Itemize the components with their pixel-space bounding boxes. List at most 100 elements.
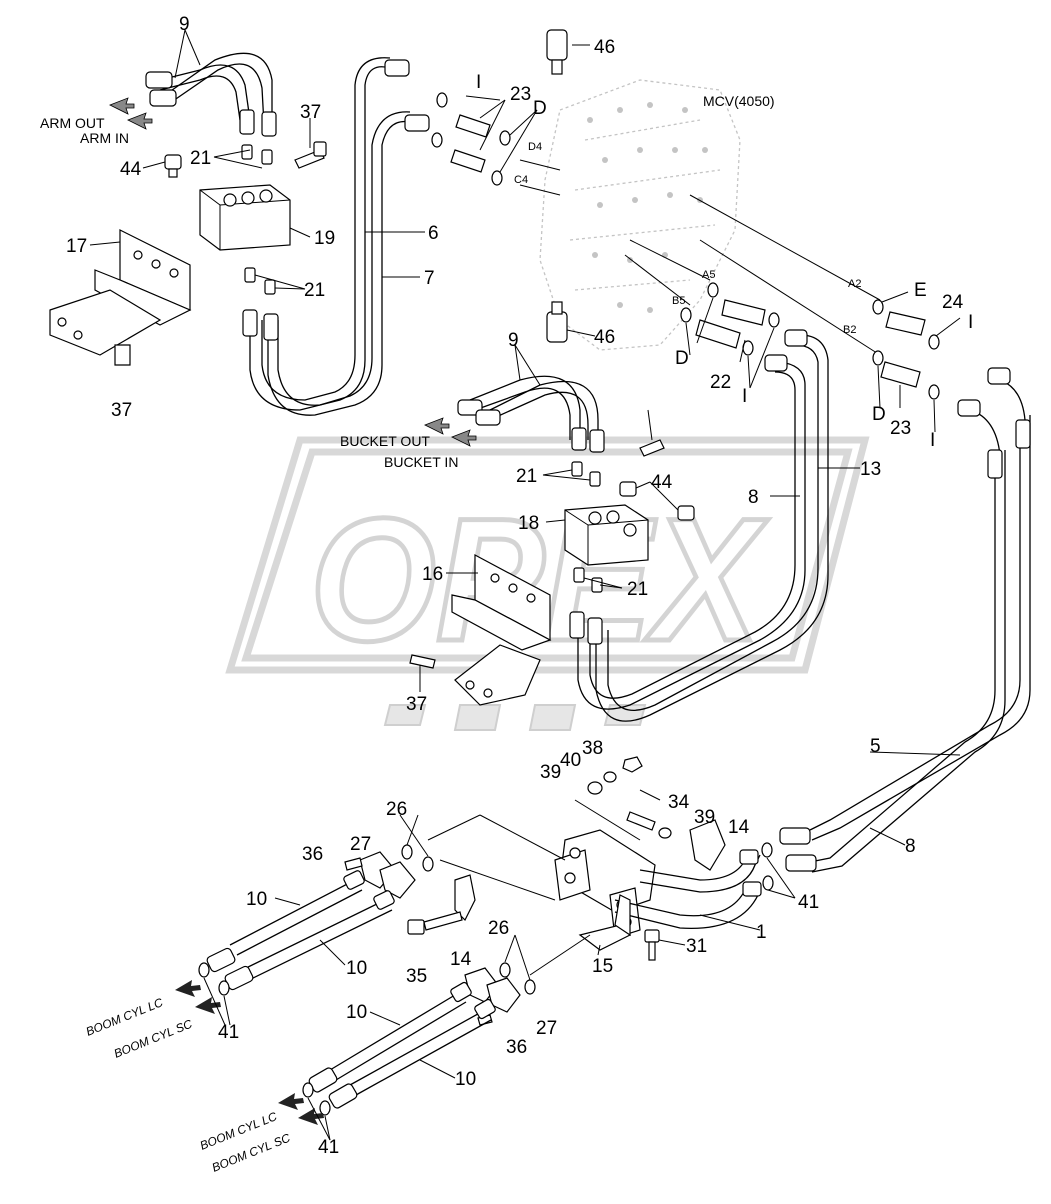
port-label: A2	[848, 278, 861, 290]
bracket-17	[49, 229, 192, 356]
clamp-14-left	[454, 874, 476, 922]
block-19	[199, 184, 291, 251]
label-arm-in: ARM IN	[80, 130, 129, 146]
bolt-34	[626, 811, 672, 839]
screw-36-upper	[344, 857, 363, 871]
hoses-5-8-right	[779, 367, 1031, 873]
callout-number: 40	[560, 750, 581, 771]
callout-number: 27	[536, 1018, 557, 1039]
main-control-valve: MCV(4050)	[539, 79, 775, 351]
orings-top	[431, 92, 511, 186]
marker-letter: D	[675, 348, 689, 369]
port-label: B5	[672, 295, 685, 307]
arm-direction-arrows: ARM OUT ARM IN	[40, 97, 153, 146]
callout-number: 13	[860, 459, 881, 480]
callout-number: 16	[422, 564, 443, 585]
callout-number: 14	[450, 949, 472, 970]
watermark-text: OPEX	[310, 483, 769, 678]
washers-38-40-39	[574, 756, 661, 841]
callout-number: 10	[346, 958, 367, 979]
bolt-31	[644, 929, 660, 961]
callout-number: 9	[508, 330, 519, 351]
marker-letter: I	[930, 430, 935, 451]
callout-number: 10	[246, 889, 267, 910]
callout-number: 21	[190, 148, 211, 169]
callout-number: 41	[318, 1137, 339, 1158]
callout-number: 27	[350, 834, 371, 855]
callout-number: 44	[120, 159, 142, 180]
watermark: OPEX	[225, 436, 870, 731]
bracket-15	[578, 894, 632, 951]
bolt-37-lower	[409, 654, 436, 669]
boom-direction-arrows	[175, 980, 324, 1125]
bolt-37-top	[294, 141, 327, 169]
marker-letter: D	[872, 404, 886, 425]
port-label: B2	[843, 324, 856, 336]
plug-44-top	[164, 154, 182, 178]
callout-number: 23	[890, 418, 911, 439]
callout-number: 21	[627, 579, 648, 600]
boom-hoses-10-lower	[302, 981, 496, 1116]
clamp-14-right	[689, 819, 726, 871]
port-label: C4	[514, 174, 528, 186]
fittings-21-top	[241, 144, 276, 295]
bolt-37-mid	[639, 439, 665, 457]
callout-number: 41	[798, 892, 819, 913]
hoses-6-7	[242, 57, 430, 416]
callout-numbers: 9 46 37 23 21 44 19 17 6 7 21 46 37 9 22…	[66, 14, 964, 1158]
callout-number: 39	[540, 762, 561, 783]
callout-number: 14	[728, 817, 750, 838]
callout-number: 46	[594, 327, 615, 348]
marker-letter: E	[914, 280, 927, 301]
boom-hoses-10-upper	[198, 870, 395, 996]
marker-letter: D	[533, 98, 547, 119]
boom-manifold	[554, 829, 774, 939]
marker-letter: I	[476, 72, 481, 93]
callout-number: 8	[748, 487, 759, 508]
label-bucket-in: BUCKET IN	[384, 454, 458, 470]
bolt-35	[407, 911, 463, 935]
fittings-21-mid	[571, 461, 603, 593]
callout-number: 9	[179, 14, 190, 35]
callout-number: 19	[314, 228, 335, 249]
callout-number: 46	[594, 37, 615, 58]
plug-44-mid	[619, 481, 695, 521]
callout-leaders	[89, 29, 961, 1141]
callout-number: 7	[424, 268, 435, 289]
callout-number: 44	[651, 472, 673, 493]
callout-number: 38	[582, 738, 603, 759]
valve-46-top	[546, 29, 568, 75]
callout-number: 10	[346, 1002, 367, 1023]
callout-number: 26	[488, 918, 509, 939]
flange-27-lower	[464, 967, 521, 1013]
marker-letter: I	[742, 386, 747, 407]
callout-number: 17	[66, 236, 87, 257]
callout-number: 5	[870, 736, 881, 757]
callout-number: 41	[218, 1022, 239, 1043]
callout-number: 36	[302, 844, 323, 865]
callout-number: 8	[905, 836, 916, 857]
marker-letter: I	[968, 312, 973, 333]
callout-number: 39	[694, 807, 715, 828]
boom-labels: BOOM CYL LC BOOM CYL SC BOOM CYL LC BOOM…	[84, 995, 293, 1175]
hoses-8-13	[569, 329, 829, 722]
adapters-right	[680, 282, 940, 400]
port-label: A5	[702, 269, 715, 281]
bucket-hose-assembly	[457, 375, 605, 453]
callout-number: 6	[428, 223, 439, 244]
arm-hose-assembly	[145, 52, 277, 137]
callout-number: 21	[516, 466, 537, 487]
callout-number: 10	[455, 1069, 476, 1090]
callout-number: 36	[506, 1037, 527, 1058]
port-leaders	[519, 159, 881, 356]
orings-26	[401, 814, 591, 995]
callout-number: 18	[518, 513, 539, 534]
valve-46-mid	[546, 301, 568, 343]
callout-number: 21	[304, 280, 325, 301]
callout-number: 23	[510, 84, 531, 105]
bracket-16	[451, 554, 552, 706]
callout-number: 1	[756, 922, 767, 943]
callout-number: 24	[942, 292, 964, 313]
callout-number: 37	[111, 400, 132, 421]
